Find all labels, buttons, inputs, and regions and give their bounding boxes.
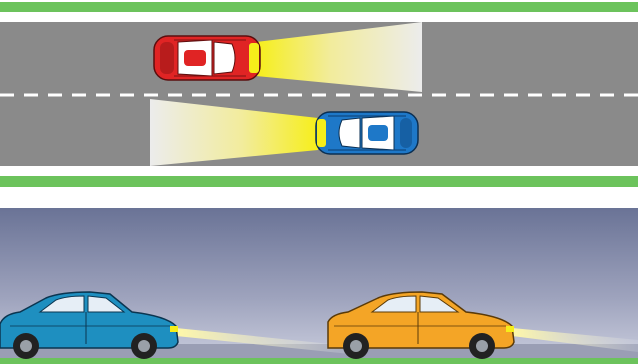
top-down-road-svg (0, 0, 638, 190)
grass-strip-ground (0, 358, 638, 364)
side-view-svg (0, 208, 638, 364)
blue-car-top-view-icon (316, 112, 418, 154)
grass-strip-top (0, 2, 638, 12)
red-car-top-view-icon (154, 36, 260, 80)
side-view-night-scene (0, 208, 638, 364)
grass-strip-bottom (0, 176, 638, 187)
top-down-road-scene (0, 0, 638, 190)
